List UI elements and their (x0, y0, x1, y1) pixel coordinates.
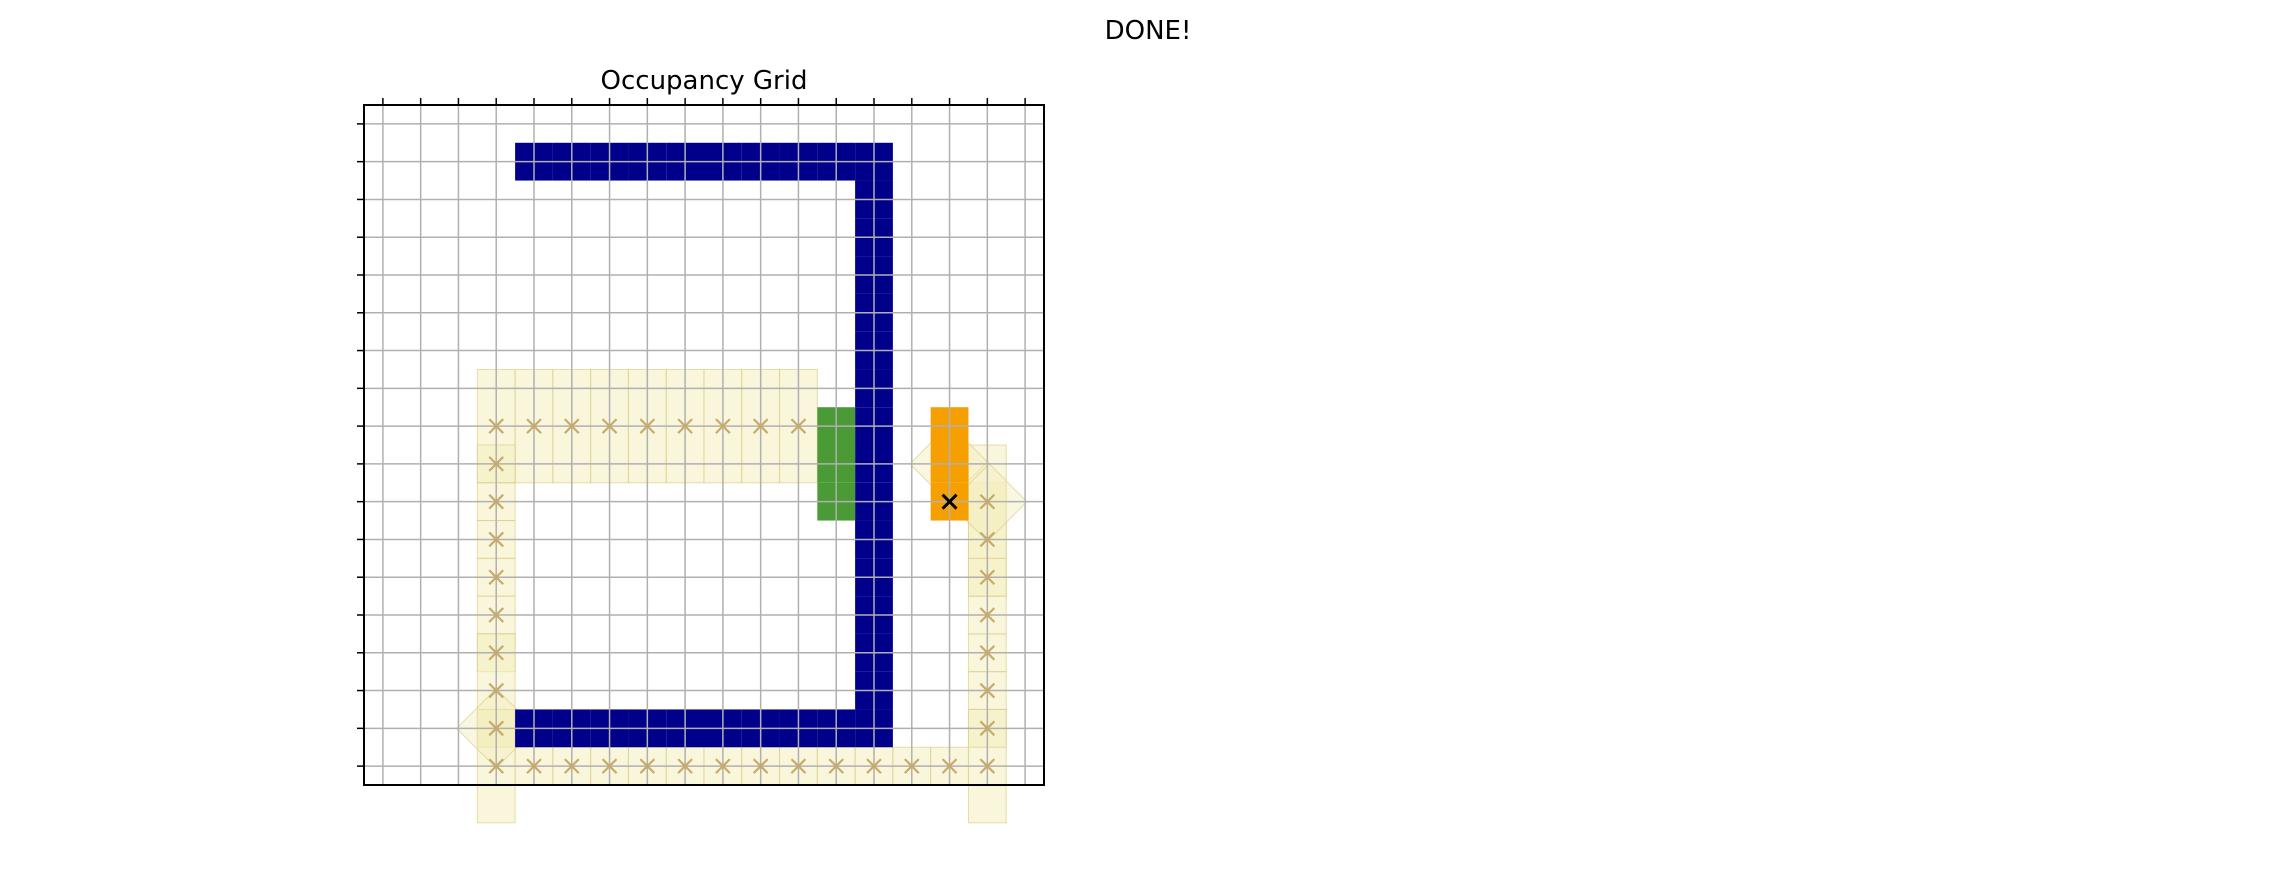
path-marker (715, 418, 731, 434)
path-marker (979, 531, 996, 548)
path-marker (488, 682, 505, 699)
path-marker (488, 758, 505, 774)
marker-stroke (677, 758, 693, 774)
marker-stroke (866, 758, 882, 774)
occupancy-grid-plot (357, 98, 1045, 824)
marker-stroke (488, 569, 505, 586)
path-marker (488, 569, 505, 586)
marker-stroke (488, 682, 505, 699)
path-marker (715, 758, 731, 774)
path-marker (526, 758, 542, 774)
marker-stroke (526, 418, 542, 434)
grid-lines (364, 105, 1044, 785)
marker-stroke (601, 758, 618, 774)
marker-stroke (488, 493, 505, 510)
current-position-marker (941, 493, 958, 510)
marker-stroke (979, 607, 996, 623)
path-marker (979, 682, 996, 699)
path-marker (828, 758, 845, 774)
plot-frame (363, 104, 1045, 786)
marker-stroke (790, 418, 807, 434)
path-marker (601, 758, 618, 774)
marker-stroke (488, 418, 505, 434)
path-marker (979, 758, 996, 774)
marker-stroke (601, 418, 618, 434)
marker-stroke (488, 607, 505, 623)
path-marker (488, 644, 505, 661)
path-marker (488, 456, 505, 472)
marker-stroke (979, 493, 996, 510)
marker-stroke (677, 418, 693, 434)
marker-stroke (639, 758, 656, 774)
path-marker (979, 644, 996, 661)
marker-stroke (563, 758, 580, 774)
path-marker (979, 607, 996, 623)
path-marker (903, 758, 920, 774)
marker-stroke (715, 758, 731, 774)
path-marker (677, 418, 693, 434)
path-markers-layer (488, 418, 996, 774)
marker-stroke (790, 758, 807, 774)
path-marker (488, 607, 505, 623)
path-marker (866, 758, 882, 774)
path-marker (790, 418, 807, 434)
path-marker (488, 531, 505, 548)
marker-stroke (979, 569, 996, 586)
marker-stroke (941, 758, 958, 774)
marker-stroke (752, 758, 769, 774)
path-marker (639, 418, 656, 434)
axis-ticks (357, 98, 1026, 767)
marker-stroke (752, 418, 769, 434)
marker-stroke (488, 644, 505, 661)
chart-title: Occupancy Grid (601, 66, 808, 96)
path-marker (639, 758, 656, 774)
path-marker (677, 758, 693, 774)
marker-stroke (941, 493, 958, 510)
path-marker (488, 720, 505, 737)
marker-stroke (488, 758, 505, 774)
marker-stroke (715, 418, 731, 434)
path-marker (563, 758, 580, 774)
marker-stroke (563, 418, 580, 434)
marker-stroke (979, 682, 996, 699)
marker-stroke (488, 531, 505, 548)
marker-stroke (639, 418, 656, 434)
path-marker (979, 569, 996, 586)
marker-stroke (488, 456, 505, 472)
path-marker (601, 418, 618, 434)
marker-stroke (526, 758, 542, 774)
marker-stroke (828, 758, 845, 774)
path-marker (563, 418, 580, 434)
marker-stroke (979, 720, 996, 737)
path-marker (488, 418, 505, 434)
marker-stroke (979, 644, 996, 661)
marker-stroke (488, 720, 505, 737)
path-marker (752, 758, 769, 774)
marker-stroke (903, 758, 920, 774)
path-marker (488, 493, 505, 510)
marker-stroke (979, 758, 996, 774)
path-marker (979, 720, 996, 737)
path-marker (790, 758, 807, 774)
path-marker (526, 418, 542, 434)
path-marker (752, 418, 769, 434)
status-label: DONE! (1105, 16, 1192, 46)
marker-stroke (979, 531, 996, 548)
path-marker (979, 493, 996, 510)
path-marker (941, 758, 958, 774)
